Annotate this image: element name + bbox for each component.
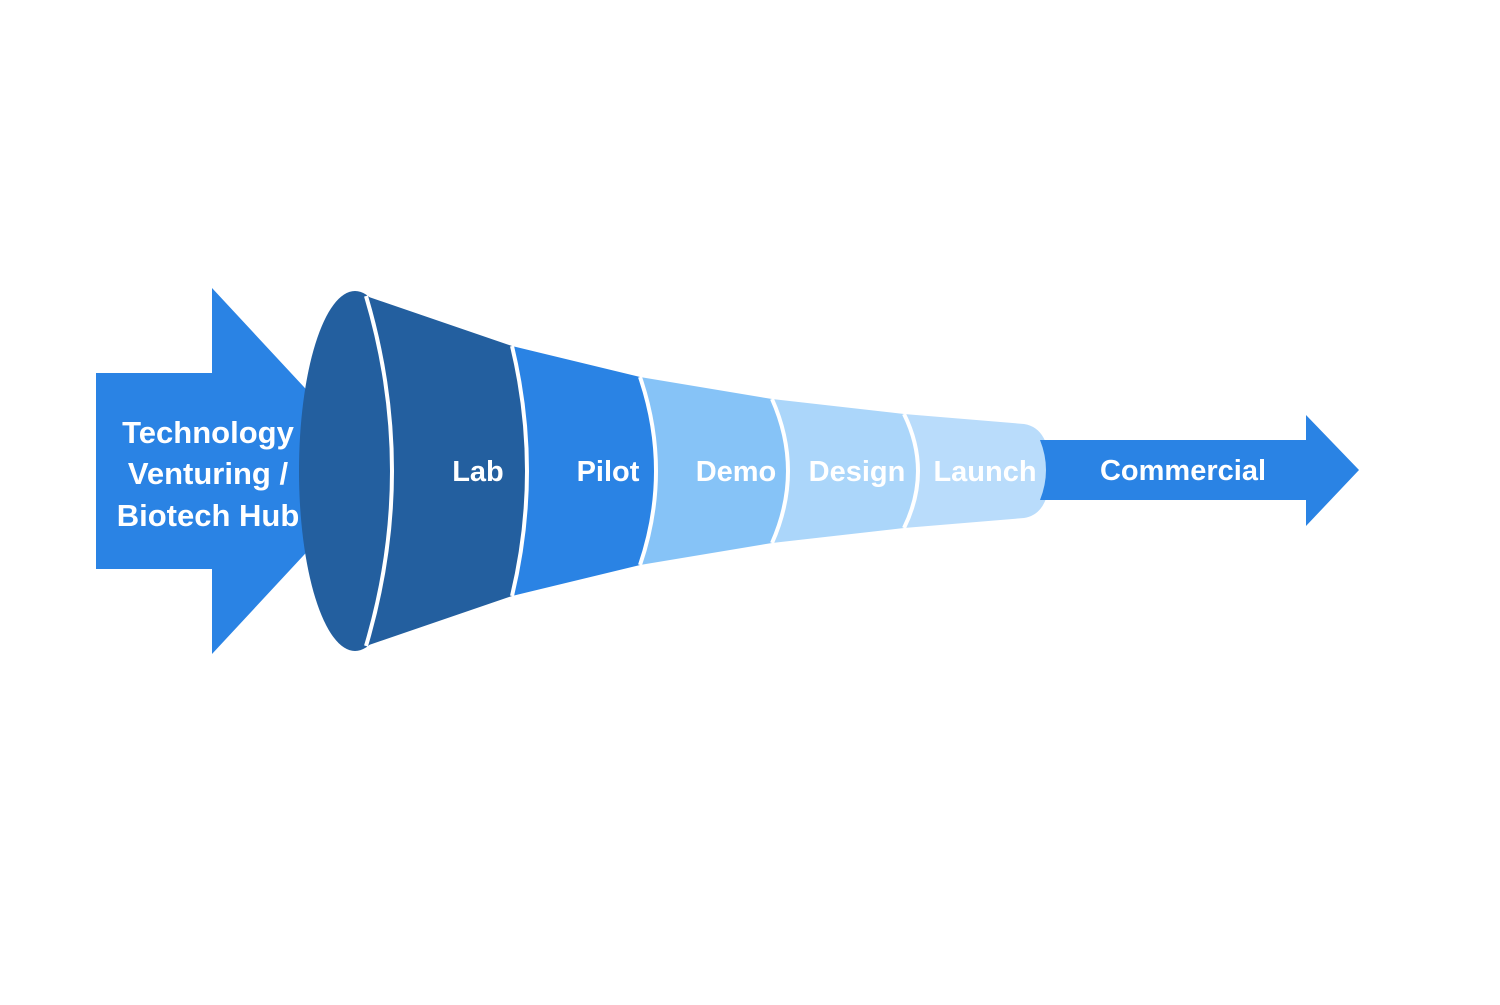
stage-label-design: Design	[809, 456, 906, 488]
funnel-segment-pilot	[512, 346, 656, 596]
stage-label-launch: Launch	[933, 456, 1036, 488]
divider-line	[364, 295, 394, 647]
output-arrow	[1040, 415, 1359, 526]
divider-line	[638, 376, 658, 566]
funnel-segment-design	[772, 399, 918, 543]
input-arrow-label-line-3: Biotech Hub	[117, 498, 300, 533]
divider-line	[510, 345, 529, 597]
funnel-mouth	[299, 291, 411, 651]
stage-label-lab: Lab	[452, 456, 504, 488]
input-arrow	[96, 288, 382, 654]
input-arrow-label-line-1: Technology	[122, 415, 294, 450]
divider-line	[770, 398, 790, 544]
funnel-segment-lab	[366, 296, 527, 646]
divider-line	[902, 413, 920, 529]
stage-label-pilot: Pilot	[577, 456, 640, 488]
output-arrow-label: Commercial	[1100, 455, 1266, 487]
stage-label-demo: Demo	[696, 456, 777, 488]
input-arrow-label-line-2: Venturing /	[128, 456, 289, 491]
funnel-segment-launch	[904, 414, 1050, 528]
funnel-segment-demo	[640, 377, 788, 565]
